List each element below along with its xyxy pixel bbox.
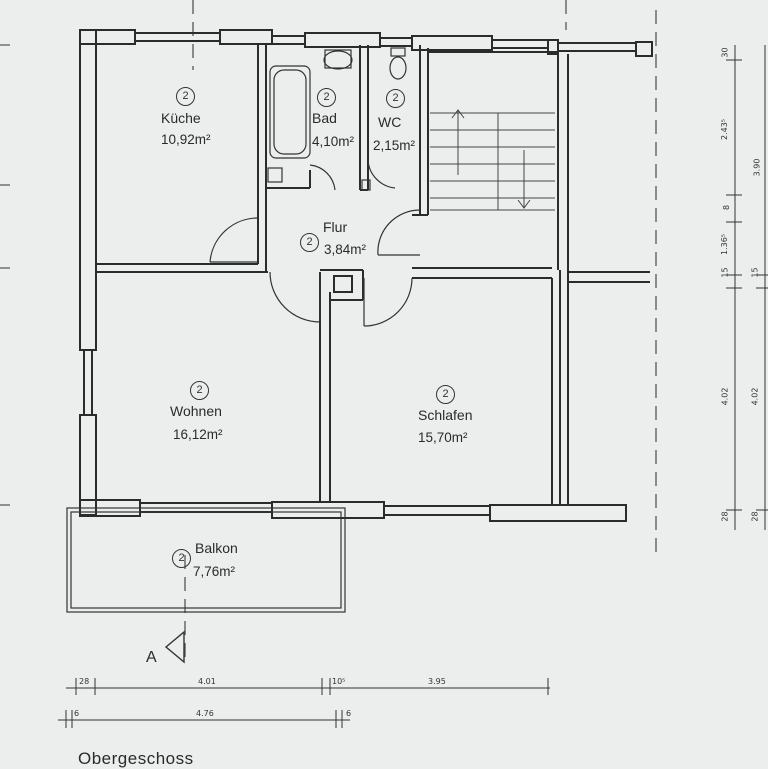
dim-bottom-395: 3.95 [428, 677, 446, 686]
dim-bottom-105: 10⁵ [332, 677, 346, 686]
walls [79, 29, 653, 522]
room-name-wohnen: Wohnen [170, 403, 222, 419]
dimension-lines-bottom [58, 678, 550, 728]
dim-right-28: 28 [720, 511, 730, 522]
dim-bottom-28: 28 [79, 677, 90, 686]
section-marker-arrow [164, 630, 185, 664]
room-name-bad: Bad [312, 110, 337, 126]
room-area-wc: 2,15m² [373, 138, 416, 153]
dim-right2-402: 4.02 [750, 387, 760, 406]
door-swings [209, 159, 421, 327]
balcony-outline [66, 507, 346, 613]
dim-right-1365: 1.36⁵ [720, 233, 730, 256]
dim-right2-28: 28 [750, 511, 760, 522]
room-area-flur: 3,84m² [324, 242, 367, 257]
room-number-wc: 2 [386, 89, 405, 108]
dim-bottom-401: 4.01 [198, 677, 216, 686]
room-number-wohnen: 2 [190, 381, 209, 400]
dim-right-8: 8 [722, 204, 732, 211]
room-number-kueche: 2 [176, 87, 195, 106]
dim-bottom2-6a: 6 [74, 709, 80, 718]
dimension-lines-right [0, 44, 768, 530]
room-name-flur: Flur [323, 219, 348, 235]
sanitary-fixtures [267, 47, 407, 191]
section-marker-label: A [146, 649, 158, 666]
dim-bottom2-6b: 6 [346, 709, 352, 718]
floor-title: Obergeschoss [78, 749, 194, 768]
dim-right-402: 4.02 [720, 387, 730, 406]
staircase [430, 109, 555, 211]
room-area-balkon: 7,76m² [193, 564, 236, 579]
room-number-balkon: 2 [172, 549, 191, 568]
room-number-flur: 2 [300, 233, 319, 252]
room-area-bad: 4,10m² [312, 134, 355, 149]
dim-right2-390: 3.90 [752, 158, 762, 177]
room-name-schlafen: Schlafen [418, 407, 473, 423]
room-area-kueche: 10,92m² [161, 132, 211, 147]
dim-right-15: 15 [720, 267, 730, 278]
dim-right2-15: 15 [750, 267, 760, 278]
room-number-schlafen: 2 [436, 385, 455, 404]
room-number-bad: 2 [317, 88, 336, 107]
dim-bottom2-476: 4.76 [196, 709, 214, 718]
dim-right-2435: 2.43⁵ [720, 118, 730, 141]
room-area-schlafen: 15,70m² [418, 430, 468, 445]
room-name-kueche: Küche [161, 110, 201, 126]
room-area-wohnen: 16,12m² [173, 427, 223, 442]
room-name-wc: WC [378, 114, 402, 130]
room-name-balkon: Balkon [195, 540, 238, 556]
dim-right-30: 30 [720, 47, 730, 58]
